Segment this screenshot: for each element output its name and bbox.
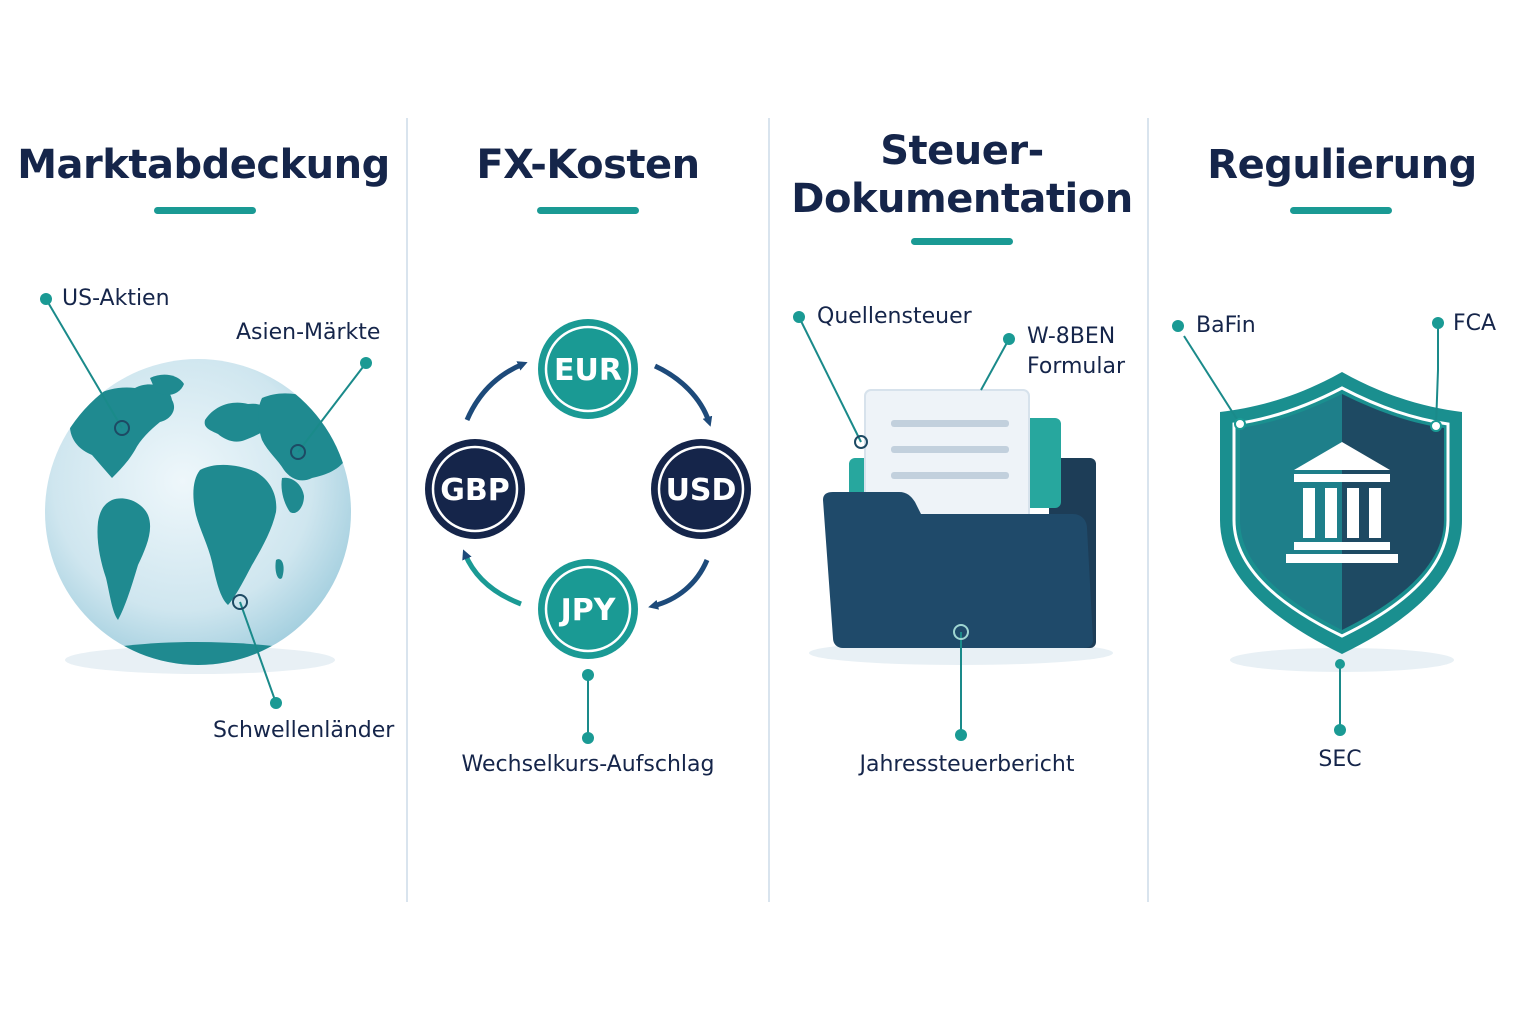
label-bafin: BaFin: [1196, 313, 1256, 338]
label-asia-markets: Asien-Märkte: [236, 320, 381, 345]
title-underline: [537, 207, 639, 214]
panel-title-line1: Steuer-: [880, 128, 1044, 174]
label-w8ben-line1: W-8BEN: [1027, 324, 1116, 349]
title-underline: [1290, 207, 1392, 214]
panel-title: FX-Kosten: [476, 142, 700, 188]
label-withholding-tax: Quellensteuer: [817, 304, 972, 329]
label-fca: FCA: [1453, 311, 1497, 336]
panel-fx-costs: FX-Kosten EUR USD JPY GBP Wech: [407, 0, 769, 1024]
currency-eur: EUR: [554, 353, 622, 388]
folder-document-icon: [793, 311, 1113, 741]
title-underline: [911, 238, 1013, 245]
panel-tax-documentation: Steuer- Dokumentation Quellensteuer W-8B…: [769, 0, 1148, 1024]
shield-bank-icon: [1172, 317, 1462, 736]
label-w8ben-line2: Formular: [1027, 354, 1126, 379]
divider-3: [1147, 118, 1149, 902]
panel-regulation: Regulierung BaFin FCA SEC: [1148, 0, 1536, 1024]
panel-market-coverage: Marktabdeckung: [0, 0, 407, 1024]
title-underline: [154, 207, 256, 214]
label-annual-tax-report: Jahressteuerbericht: [859, 752, 1075, 777]
currency-gbp: GBP: [440, 473, 509, 508]
divider-1: [406, 118, 408, 902]
label-us-stocks: US-Aktien: [62, 286, 170, 311]
panel-title: Marktabdeckung: [17, 142, 390, 188]
panel-title: Regulierung: [1207, 142, 1477, 188]
currency-cycle-icon: EUR USD JPY GBP: [425, 319, 751, 744]
label-emerging-markets: Schwellenländer: [213, 718, 395, 743]
currency-jpy: JPY: [559, 593, 617, 628]
globe-icon: [40, 293, 372, 709]
divider-2: [768, 118, 770, 902]
label-fx-markup: Wechselkurs-Aufschlag: [461, 752, 715, 777]
label-sec: SEC: [1318, 747, 1362, 772]
panel-title-line2: Dokumentation: [791, 176, 1133, 222]
currency-usd: USD: [666, 473, 737, 508]
